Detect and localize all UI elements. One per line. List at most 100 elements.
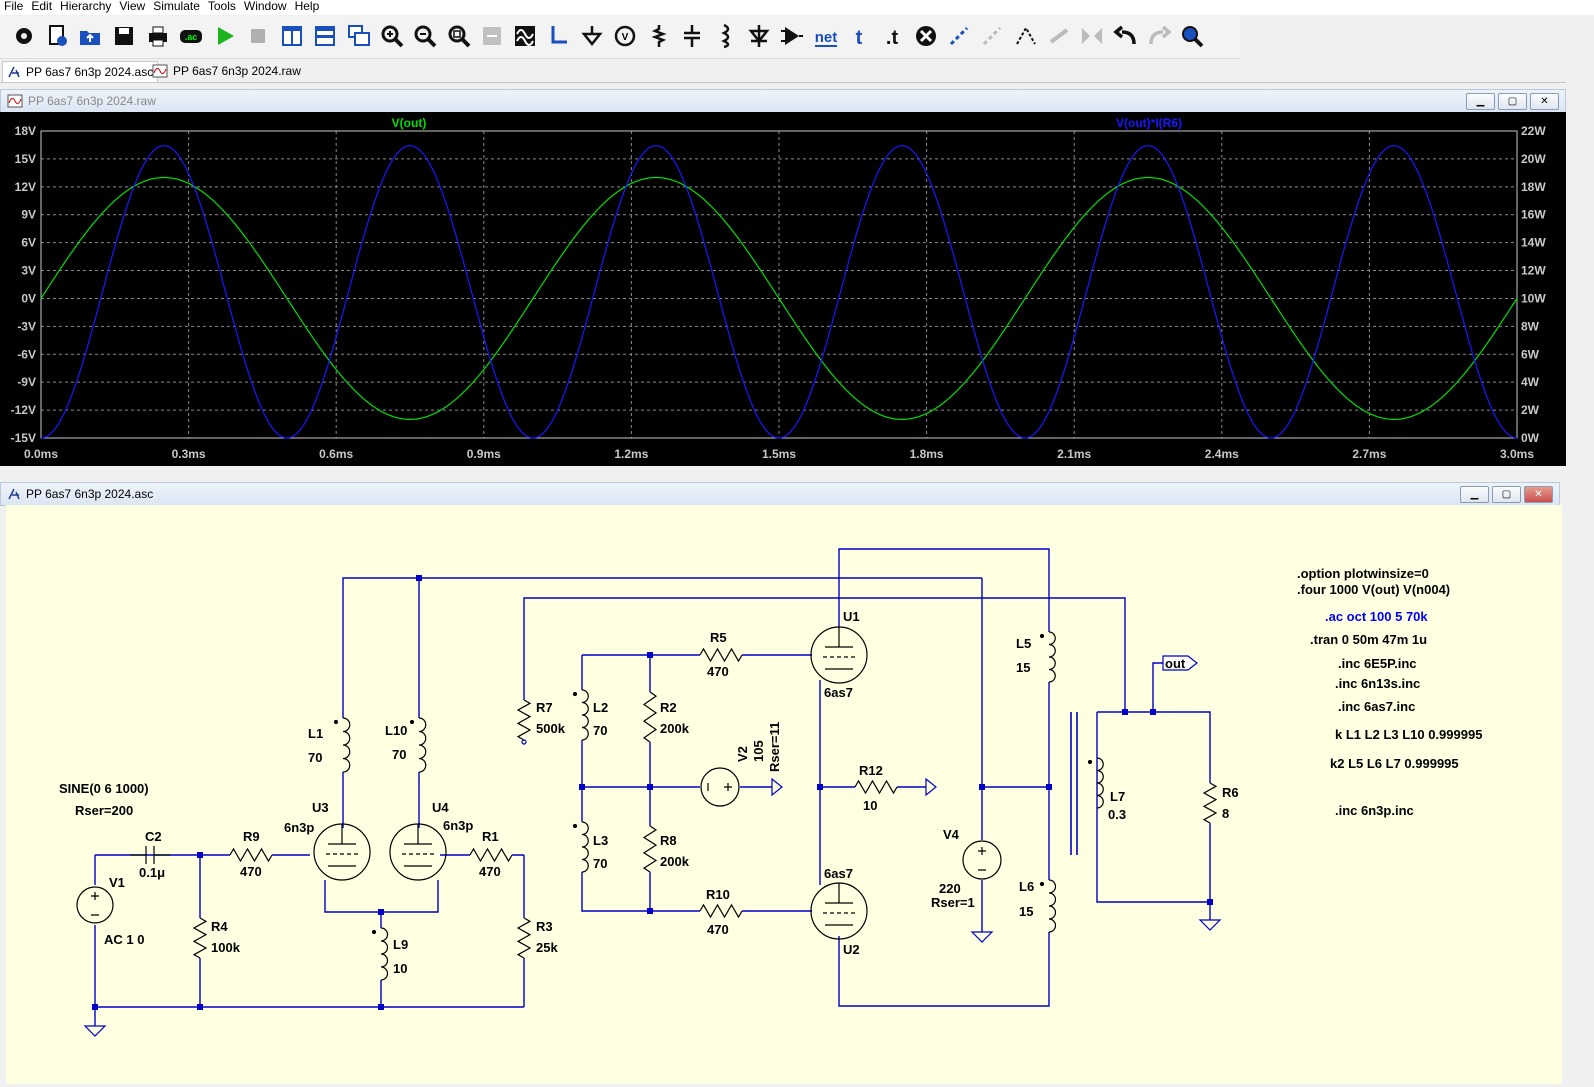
halt-button[interactable] bbox=[244, 22, 272, 50]
maximize-button[interactable]: ▢ bbox=[1492, 486, 1521, 503]
inductor-l2[interactable] bbox=[581, 689, 589, 741]
gear-button[interactable] bbox=[10, 22, 38, 50]
spice-directive[interactable]: .tran 0 50m 47m 1u bbox=[1310, 632, 1427, 647]
tile-vertical-button[interactable] bbox=[278, 22, 306, 50]
source-v4[interactable] bbox=[962, 840, 1002, 880]
ac-analysis-button[interactable]: .ac bbox=[177, 22, 205, 50]
resistor-r1[interactable] bbox=[469, 847, 513, 863]
text-button[interactable]: t bbox=[845, 22, 873, 50]
tube-u1[interactable] bbox=[810, 626, 868, 684]
inductor-button[interactable] bbox=[712, 22, 740, 50]
inductor-l5[interactable] bbox=[1048, 631, 1056, 683]
spice-directive[interactable]: .inc 6n3p.inc bbox=[1335, 803, 1414, 818]
maximize-button[interactable]: ▢ bbox=[1498, 93, 1527, 110]
new-schematic-button[interactable] bbox=[43, 22, 71, 50]
zoom-fit-button[interactable] bbox=[445, 22, 473, 50]
open-button[interactable] bbox=[76, 22, 104, 50]
undo-button[interactable] bbox=[1112, 22, 1140, 50]
inductor-l1[interactable] bbox=[342, 717, 351, 773]
delete-button[interactable] bbox=[912, 22, 940, 50]
ground-button[interactable] bbox=[578, 22, 606, 50]
spice-directive[interactable]: .inc 6E5P.inc bbox=[1338, 656, 1417, 671]
inductor-l3[interactable] bbox=[581, 821, 589, 873]
ground-r12[interactable] bbox=[925, 777, 937, 797]
resistor-r7[interactable] bbox=[516, 699, 532, 741]
zoom-out-button[interactable] bbox=[411, 22, 439, 50]
resistor-r4[interactable] bbox=[192, 917, 208, 959]
spice-directive[interactable]: .inc 6as7.inc bbox=[1338, 699, 1415, 714]
wire-button[interactable] bbox=[545, 22, 573, 50]
inductor-l6[interactable] bbox=[1048, 879, 1057, 933]
ground-v4[interactable] bbox=[970, 931, 994, 943]
tube-u3[interactable] bbox=[313, 823, 371, 881]
spice-directive[interactable]: .four 1000 V(out) V(n004) bbox=[1297, 582, 1450, 597]
menu-edit[interactable]: Edit bbox=[31, 0, 53, 13]
label-net-button[interactable]: V bbox=[611, 22, 639, 50]
waveform-window-titlebar[interactable]: PP 6as7 6n3p 2024.raw ▁ ▢ ✕ bbox=[0, 89, 1566, 113]
minimize-button[interactable]: ▁ bbox=[1460, 486, 1489, 503]
net-flag-out[interactable] bbox=[1162, 655, 1198, 671]
menu-hierarchy[interactable]: Hierarchy bbox=[60, 0, 112, 13]
tile-horizontal-button[interactable] bbox=[311, 22, 339, 50]
resistor-r8[interactable] bbox=[642, 825, 658, 873]
ground-v2[interactable] bbox=[771, 777, 783, 797]
find-button[interactable] bbox=[1178, 22, 1206, 50]
menu-file[interactable]: File bbox=[4, 0, 24, 13]
diode-button[interactable] bbox=[745, 22, 773, 50]
tab-waveform[interactable]: PP 6as7 6n3p 2024.raw bbox=[148, 61, 305, 81]
source-v2[interactable] bbox=[700, 767, 740, 807]
inductor-l10[interactable] bbox=[418, 717, 427, 773]
capacitor-button[interactable] bbox=[678, 22, 706, 50]
print-button[interactable] bbox=[144, 22, 172, 50]
spice-directive[interactable]: .option plotwinsize=0 bbox=[1297, 566, 1429, 581]
resistor-r5[interactable] bbox=[699, 647, 743, 663]
tab-schematic[interactable]: PP 6as7 6n3p 2024.asc bbox=[2, 61, 159, 82]
capacitor-c2[interactable] bbox=[130, 846, 170, 864]
resistor-r9[interactable] bbox=[229, 847, 273, 863]
tube-u4[interactable] bbox=[389, 823, 447, 881]
ground-r6[interactable] bbox=[1198, 919, 1222, 931]
move-button[interactable]: .t bbox=[878, 22, 906, 50]
spice-directive-button[interactable]: net bbox=[812, 22, 840, 50]
save-button[interactable] bbox=[110, 22, 138, 50]
resistor-r12[interactable] bbox=[854, 779, 898, 795]
flip-button[interactable] bbox=[1078, 22, 1106, 50]
close-button[interactable]: ✕ bbox=[1530, 93, 1559, 110]
series-power-trace[interactable] bbox=[40, 145, 1518, 439]
legend-vout[interactable]: V(out) bbox=[392, 116, 427, 130]
resistor-r6[interactable] bbox=[1202, 782, 1218, 824]
zoom-cancel-button[interactable] bbox=[478, 22, 506, 50]
resistor-r10[interactable] bbox=[699, 903, 743, 919]
cascade-button[interactable] bbox=[345, 22, 373, 50]
menu-simulate[interactable]: Simulate bbox=[153, 0, 200, 13]
legend-power[interactable]: V(out)*I(R6) bbox=[1116, 116, 1182, 130]
rotate-button[interactable] bbox=[1012, 22, 1040, 50]
spice-directive[interactable]: .inc 6n13s.inc bbox=[1335, 676, 1420, 691]
tube-u2[interactable] bbox=[810, 882, 868, 940]
spice-directive[interactable]: k2 L5 L6 L7 0.999995 bbox=[1330, 756, 1459, 771]
drag-button[interactable] bbox=[978, 22, 1006, 50]
schematic-window-titlebar[interactable]: PP 6as7 6n3p 2024.asc ▁ ▢ ✕ bbox=[0, 482, 1560, 506]
series-vout-trace[interactable] bbox=[40, 176, 1518, 420]
resistor-r3[interactable] bbox=[516, 917, 532, 959]
redo-button[interactable] bbox=[1145, 22, 1173, 50]
ground-v1[interactable] bbox=[83, 1025, 107, 1037]
zoom-in-button[interactable] bbox=[378, 22, 406, 50]
close-button[interactable]: ✕ bbox=[1524, 486, 1553, 503]
mirror-button[interactable] bbox=[1045, 22, 1073, 50]
resistor-r2[interactable] bbox=[642, 691, 658, 743]
spice-directive[interactable]: k L1 L2 L3 L10 0.999995 bbox=[1335, 727, 1482, 742]
component-button[interactable] bbox=[778, 22, 806, 50]
menu-window[interactable]: Window bbox=[243, 0, 287, 13]
minimize-button[interactable]: ▁ bbox=[1466, 93, 1495, 110]
inductor-l7[interactable] bbox=[1096, 757, 1104, 809]
spice-directive[interactable]: .ac oct 100 5 70k bbox=[1325, 609, 1428, 624]
resistor-button[interactable] bbox=[645, 22, 673, 50]
run-button[interactable] bbox=[211, 22, 239, 50]
menu-help[interactable]: Help bbox=[294, 0, 320, 13]
duplicate-button[interactable] bbox=[945, 22, 973, 50]
menu-view[interactable]: View bbox=[119, 0, 146, 13]
autorange-button[interactable] bbox=[511, 22, 539, 50]
